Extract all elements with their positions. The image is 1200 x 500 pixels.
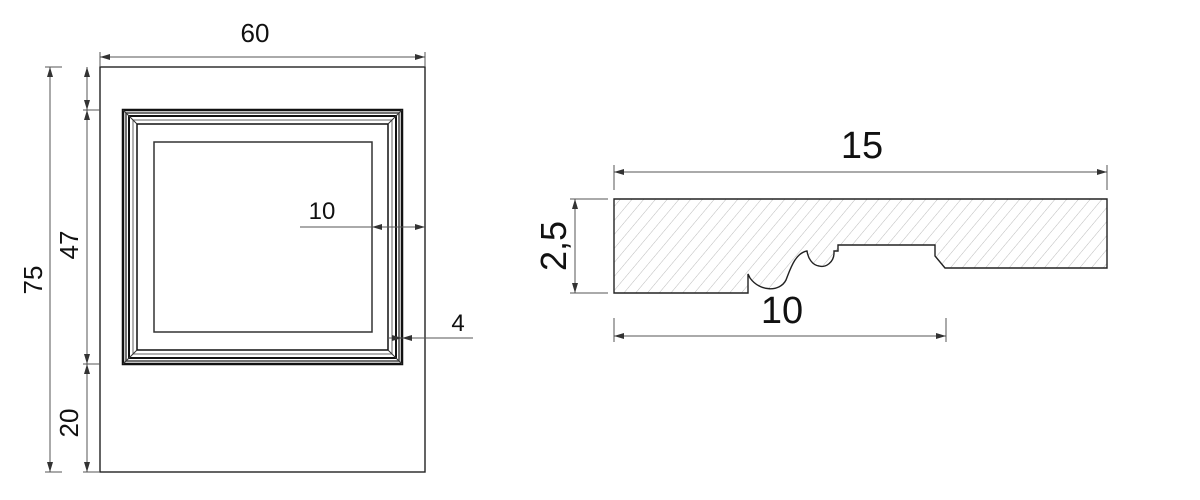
molding-profile: [613, 198, 1108, 294]
front-view: 60 75 47 20 10 4: [18, 18, 473, 473]
profile-offset-label: 10: [761, 290, 803, 332]
width-label: 60: [241, 18, 270, 48]
dimension-profile-width: 15: [613, 125, 1108, 190]
dimension-profile-offset: 10: [613, 290, 947, 342]
dimension-molding: 4: [388, 310, 473, 341]
molding-frame: [121, 108, 404, 366]
dimension-profile-thickness: 2,5: [533, 198, 608, 294]
profile-thickness-label: 2,5: [533, 221, 574, 271]
frame-height-label: 47: [54, 231, 84, 260]
dimension-height: 75: [18, 66, 62, 473]
panel-outline: [99, 66, 426, 473]
inset-label: 10: [309, 198, 336, 225]
height-label: 75: [18, 266, 48, 295]
profile-width-label: 15: [841, 125, 883, 167]
dimension-chain: 47 20: [54, 67, 100, 473]
profile-view: 15 2,5 10: [533, 125, 1108, 342]
dimension-width: 60: [99, 18, 426, 67]
dimension-inset: 10: [300, 198, 425, 230]
bottom-offset-label: 20: [54, 409, 84, 438]
inner-panel: [153, 141, 373, 333]
molding-label: 4: [451, 310, 464, 337]
